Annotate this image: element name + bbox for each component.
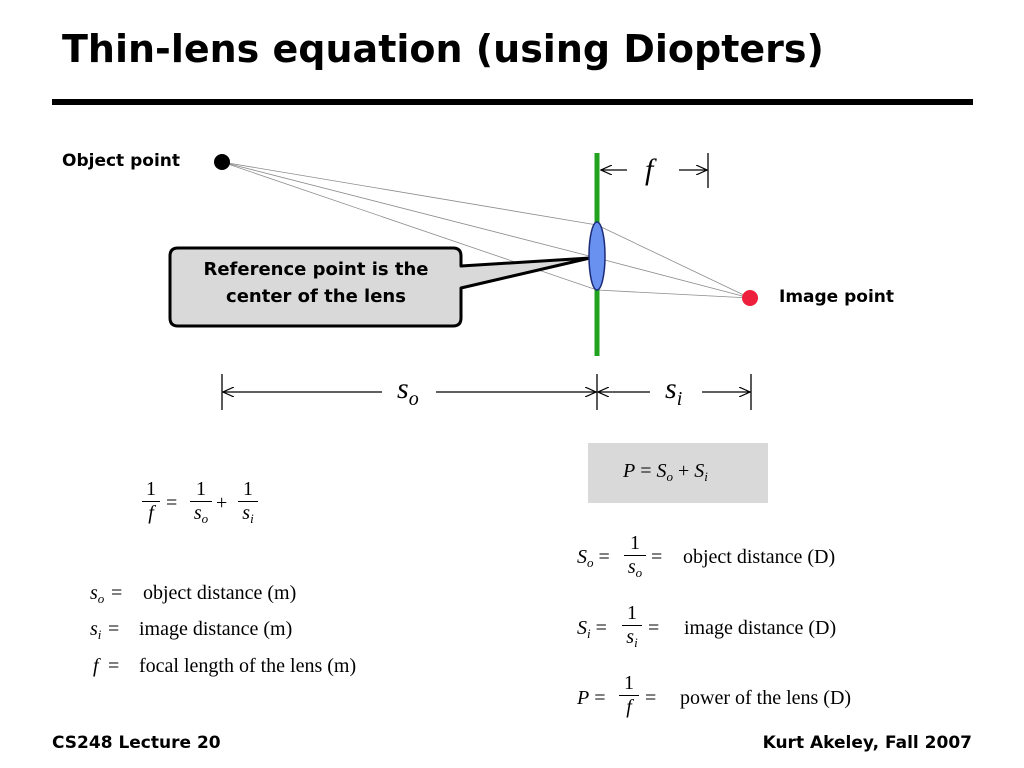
def-Si-equals: = — [648, 617, 660, 639]
callout-line-2: center of the lens — [226, 286, 406, 307]
frac-1-so: 1 so — [190, 478, 212, 526]
object-point-dot — [214, 154, 230, 170]
numerator: 1 — [146, 478, 156, 500]
denominator: so — [193, 502, 209, 526]
title-underline — [52, 99, 973, 105]
def-P-equals: = — [645, 687, 657, 709]
slide-title: Thin-lens equation (using Diopters) — [62, 27, 824, 71]
image-point-dot — [742, 290, 758, 306]
def-So-equals: = — [651, 546, 663, 568]
def-f-equals: = — [108, 655, 120, 677]
def-Si-symbol: Si = — [577, 617, 607, 641]
fraction-bar — [238, 501, 258, 502]
def-P-symbol: P = — [577, 687, 606, 709]
fraction-bar — [142, 501, 160, 502]
focal-length-label: f — [645, 153, 654, 186]
distance-dimensions — [221, 374, 752, 410]
def-so-symbol: so — [90, 582, 105, 606]
si-sub: i — [676, 388, 683, 410]
def-si-text: image distance (m) — [139, 618, 293, 640]
so-sub: o — [408, 388, 419, 410]
def-P-text: power of the lens (D) — [680, 687, 852, 709]
focal-length-dimension — [601, 153, 709, 188]
callout-text: Reference point is the center of the len… — [176, 256, 456, 310]
fraction-bar — [190, 501, 212, 502]
so-main: s — [397, 372, 409, 405]
def-f-text: focal length of the lens (m) — [139, 655, 357, 677]
footer-left: CS248 Lecture 20 — [52, 733, 221, 753]
callout-line-1: Reference point is the — [203, 259, 429, 280]
image-point-label: Image point — [779, 287, 895, 307]
image-distance-label: si — [665, 372, 682, 410]
power-formula: P = So + Si — [623, 460, 708, 484]
def-f-symbol: f — [93, 655, 99, 677]
numerator: 1 — [196, 478, 206, 500]
def-so-text: object distance (m) — [143, 582, 297, 604]
power-formula-box — [588, 443, 768, 503]
def-So-fraction: 1 so — [624, 532, 646, 580]
object-point-label: Object point — [62, 151, 181, 171]
def-P-fraction: 1 f — [619, 672, 639, 719]
footer-right: Kurt Akeley, Fall 2007 — [762, 733, 972, 753]
frac-1-si: 1 si — [238, 478, 258, 526]
def-si-symbol: si — [90, 618, 102, 642]
def-So-symbol: So = — [577, 546, 610, 570]
numerator: 1 — [243, 478, 253, 500]
denominator: f — [148, 502, 154, 524]
def-So-text: object distance (D) — [683, 546, 836, 568]
def-si-equals: = — [108, 618, 120, 640]
def-Si-fraction: 1 si — [622, 602, 642, 650]
equals-sign: = — [166, 492, 178, 514]
callout-box — [168, 246, 592, 328]
denominator: si — [242, 502, 254, 526]
frac-1-f: 1 f — [142, 478, 160, 525]
def-Si-text: image distance (D) — [684, 617, 837, 639]
si-main: s — [665, 372, 677, 405]
object-distance-label: so — [397, 372, 419, 410]
plus-sign: + — [216, 492, 228, 514]
lens — [588, 221, 606, 291]
def-so-equals: = — [111, 582, 123, 604]
